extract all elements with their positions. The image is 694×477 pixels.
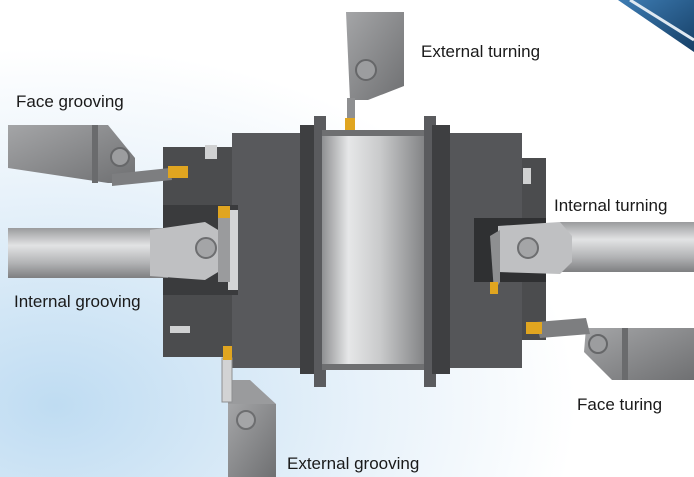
internal-turning-tool xyxy=(490,222,694,294)
external-grooving-tool xyxy=(221,346,276,477)
insert-internal-turning xyxy=(490,282,498,294)
label-internal-grooving: Internal grooving xyxy=(14,292,141,311)
face-grooving-tool xyxy=(8,125,188,186)
insert-internal-grooving xyxy=(218,206,230,218)
label-face-turing: Face turing xyxy=(577,395,663,414)
label-internal-turning: Internal turning xyxy=(554,196,668,215)
internal-grooving-tool xyxy=(8,206,230,282)
external-turning-tool xyxy=(345,12,404,130)
face-turning-tool xyxy=(526,318,694,380)
corner-ornament xyxy=(618,0,694,52)
insert-face-turning xyxy=(526,322,542,334)
insert-face-grooving xyxy=(168,166,188,178)
insert-external-grooving xyxy=(223,346,232,360)
drum xyxy=(322,130,428,370)
label-external-grooving: External grooving xyxy=(287,454,420,473)
label-face-grooving: Face grooving xyxy=(16,92,124,111)
label-external-turning: External turning xyxy=(421,42,541,61)
insert-external-turning xyxy=(345,118,355,130)
